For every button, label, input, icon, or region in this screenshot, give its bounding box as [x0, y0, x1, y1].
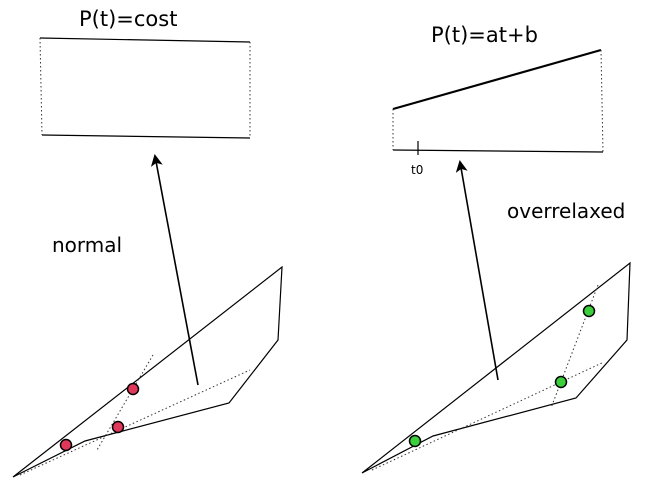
right-search-line	[371, 361, 605, 471]
right-point-3	[408, 434, 422, 448]
right-profile-right-edge	[600, 49, 604, 153]
left-profile-box	[39, 37, 251, 139]
right-profile-box	[392, 48, 604, 155]
left-panel: P(t)=cost normal	[12, 7, 283, 478]
left-arrow	[150, 154, 199, 386]
left-plane	[12, 265, 283, 478]
right-arrow	[455, 160, 499, 381]
right-point-1	[582, 304, 596, 318]
t0-tick-label: t0	[411, 163, 423, 177]
right-panel: P(t)=at+b t0 overrelaxed	[361, 23, 631, 474]
left-point-1	[126, 382, 140, 396]
left-point-3	[59, 438, 73, 452]
right-profile-sloped-line	[392, 48, 602, 111]
right-point-2	[554, 375, 568, 389]
right-plane	[361, 261, 631, 474]
left-profile-left-edge	[39, 37, 43, 136]
right-cross-line	[550, 284, 599, 409]
left-point-2	[111, 420, 125, 434]
left-profile-top-line	[39, 37, 251, 43]
left-mode-label: normal	[52, 233, 122, 257]
right-profile-bottom-line	[392, 149, 604, 153]
left-formula: P(t)=cost	[79, 7, 177, 31]
right-formula: P(t)=at+b	[431, 23, 538, 47]
right-mode-label: overrelaxed	[507, 199, 625, 223]
left-profile-bottom-line	[41, 134, 251, 139]
